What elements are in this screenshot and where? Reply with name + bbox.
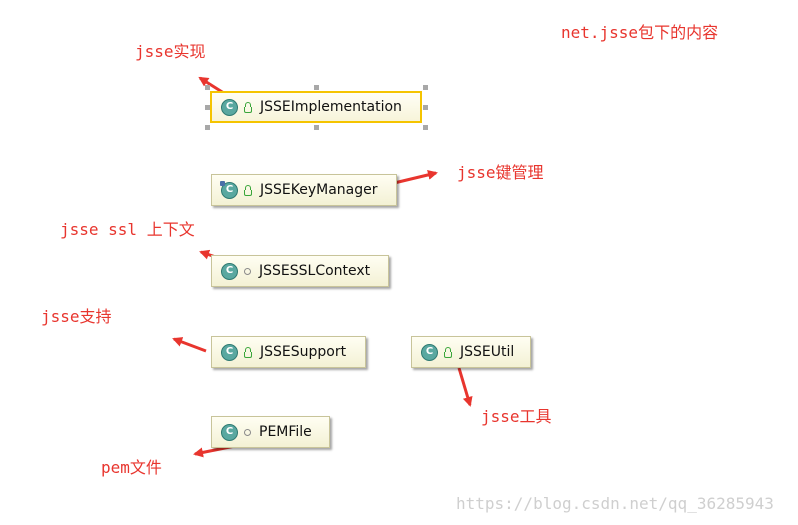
watermark: https://blog.csdn.net/qq_36285943 <box>456 494 774 513</box>
annotation-util: jsse工具 <box>481 407 552 426</box>
class-icon: C <box>421 343 438 361</box>
package-visibility-icon <box>244 428 251 436</box>
public-lock-icon <box>244 101 252 113</box>
class-name: PEMFile <box>259 424 312 440</box>
public-lock-icon <box>244 184 252 196</box>
arrow-util <box>457 367 473 407</box>
class-icon: C <box>221 262 238 280</box>
class-name: JSSEKeyManager <box>260 182 378 198</box>
public-lock-icon <box>444 346 452 358</box>
class-node-jsse-key-manager[interactable]: C JSSEKeyManager <box>211 174 397 206</box>
class-node-jsse-support[interactable]: C JSSESupport <box>211 336 366 368</box>
class-node-jsse-ssl-context[interactable]: C JSSESSLContext <box>211 255 389 287</box>
class-node-jsse-util[interactable]: C JSSEUtil <box>411 336 531 368</box>
class-icon: C <box>221 98 238 116</box>
annotation-pem: pem文件 <box>101 458 162 477</box>
selection-handle[interactable] <box>205 85 210 90</box>
class-icon: C <box>221 343 238 361</box>
selection-handle[interactable] <box>205 125 210 130</box>
class-name: JSSEUtil <box>460 344 515 360</box>
class-node-pem-file[interactable]: C PEMFile <box>211 416 330 448</box>
class-name: JSSEImplementation <box>260 99 402 115</box>
annotation-ssl-context: jsse ssl 上下文 <box>60 220 195 239</box>
selection-handle[interactable] <box>423 105 428 110</box>
class-name: JSSESSLContext <box>259 263 371 279</box>
diagram-title: net.jsse包下的内容 <box>561 23 719 42</box>
class-icon: C <box>221 423 238 441</box>
annotation-support: jsse支持 <box>41 307 112 326</box>
annotation-key-manager: jsse键管理 <box>457 163 544 182</box>
class-node-jsse-implementation[interactable]: C JSSEImplementation <box>210 91 422 123</box>
class-name: JSSESupport <box>260 344 347 360</box>
abstract-class-icon: C <box>220 180 238 199</box>
package-visibility-icon <box>244 267 251 275</box>
annotation-implementation: jsse实现 <box>135 42 206 61</box>
public-lock-icon <box>244 346 252 358</box>
selection-handle[interactable] <box>423 85 428 90</box>
selection-handle[interactable] <box>423 125 428 130</box>
selection-handle[interactable] <box>314 85 319 90</box>
selection-handle[interactable] <box>314 125 319 130</box>
arrow-support <box>172 337 207 353</box>
selection-handle[interactable] <box>205 105 210 110</box>
